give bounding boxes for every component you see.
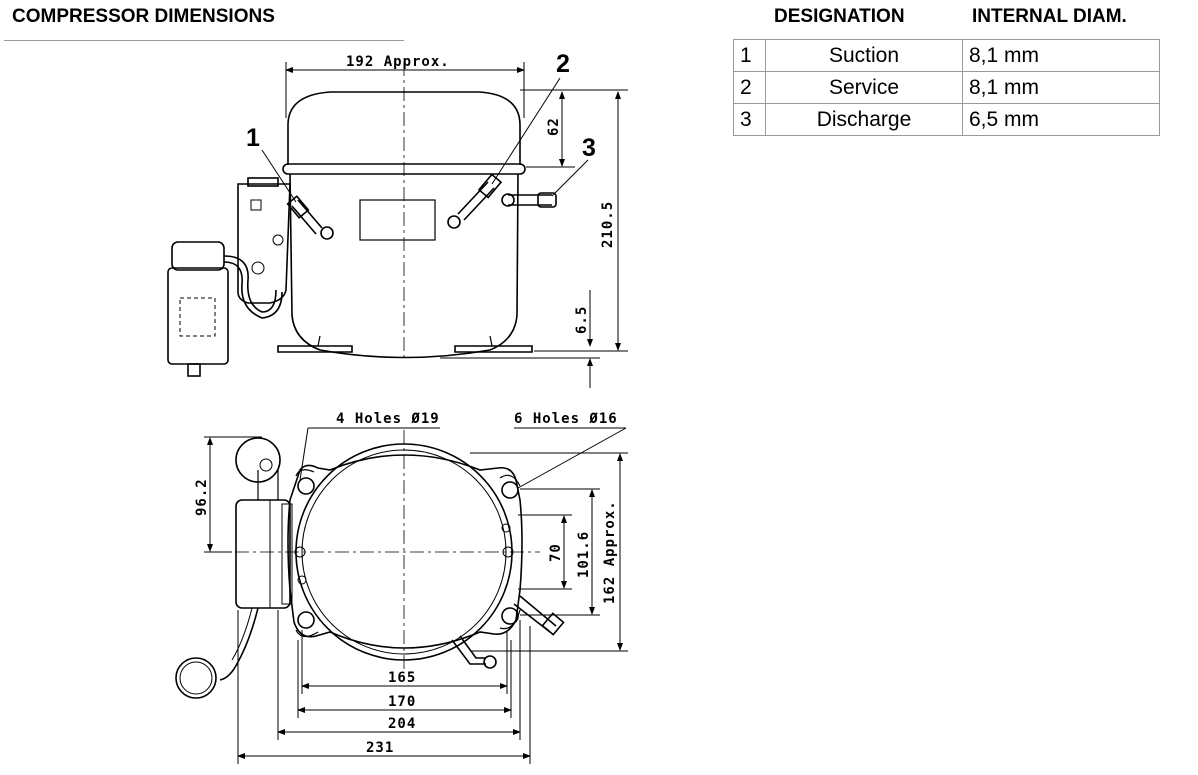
- page-title: COMPRESSOR DIMENSIONS: [12, 6, 275, 27]
- dim-170: 170: [388, 694, 416, 710]
- dim-96-2: 96.2: [194, 478, 210, 516]
- table-row: 1 Suction 8,1 mm: [733, 39, 1160, 72]
- row-number: 3: [733, 103, 766, 136]
- row-number: 2: [733, 71, 766, 104]
- callout-1: 1: [246, 124, 260, 152]
- dim-192-approx: 192 Approx.: [346, 54, 450, 70]
- side-view: [167, 62, 557, 377]
- top-view-dimensions: [204, 427, 628, 764]
- dim-6-5: 6.5: [574, 306, 590, 334]
- row-designation: Service: [765, 71, 963, 104]
- row-number: 1: [733, 39, 766, 72]
- table-row: 2 Service 8,1 mm: [733, 71, 1160, 104]
- dim-210-5: 210.5: [600, 201, 616, 248]
- side-view-dimensions: [261, 62, 628, 388]
- row-diameter: 8,1 mm: [962, 71, 1160, 104]
- dim-62: 62: [546, 117, 562, 136]
- dim-204: 204: [388, 716, 416, 732]
- row-designation: Suction: [765, 39, 963, 72]
- callout-2: 2: [556, 50, 570, 78]
- designation-header: DESIGNATION: [774, 6, 905, 27]
- top-view: [175, 430, 565, 699]
- dim-231: 231: [366, 740, 394, 756]
- row-designation: Discharge: [765, 103, 963, 136]
- label-4-holes: 4 Holes Ø19: [336, 411, 440, 427]
- dim-70: 70: [548, 543, 564, 562]
- dim-162-approx: 162 Approx.: [602, 500, 618, 604]
- callout-3: 3: [582, 134, 596, 162]
- internal-diam-header: INTERNAL DIAM.: [972, 6, 1127, 27]
- dim-165: 165: [388, 670, 416, 686]
- title-underline: [4, 40, 404, 41]
- row-diameter: 8,1 mm: [962, 39, 1160, 72]
- dim-101-6: 101.6: [576, 531, 592, 578]
- label-6-holes: 6 Holes Ø16: [514, 411, 618, 427]
- designation-table: 1 Suction 8,1 mm 2 Service 8,1 mm 3 Disc…: [733, 39, 1160, 136]
- row-diameter: 6,5 mm: [962, 103, 1160, 136]
- table-row: 3 Discharge 6,5 mm: [733, 103, 1160, 136]
